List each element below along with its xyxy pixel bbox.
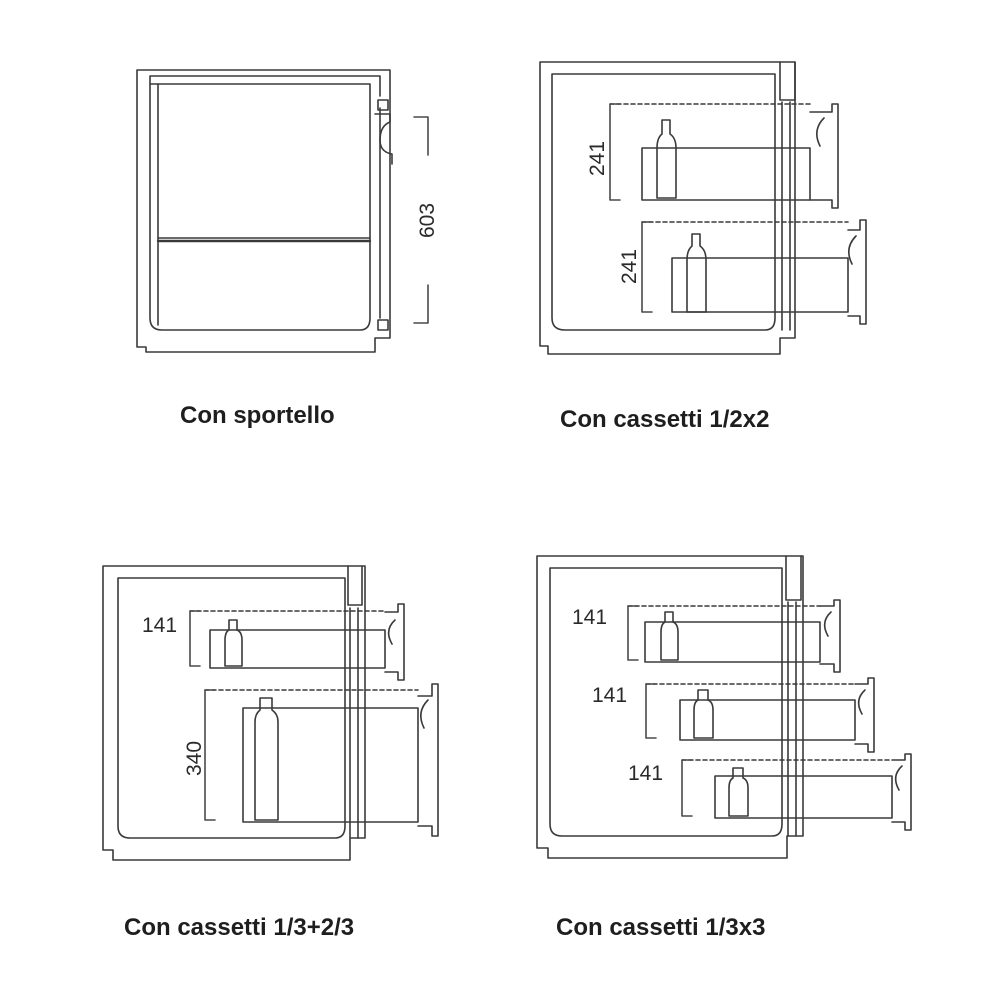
drawer-top	[627, 599, 841, 673]
drawer-top	[189, 603, 405, 681]
dimension-line: 241 241	[586, 103, 653, 313]
bottle-icon	[224, 619, 243, 667]
caption-three-drawers: Con cassetti 1/3x3	[556, 914, 766, 941]
bottle-icon	[693, 689, 714, 739]
drawer-bottom	[204, 683, 439, 837]
caption-third-two-thirds: Con cassetti 1/3+2/3	[124, 914, 355, 941]
bottle-icon	[660, 611, 679, 661]
bottle-icon	[254, 697, 279, 821]
bottle-icon	[728, 767, 749, 817]
diagram-door: 603	[136, 69, 439, 353]
drawer-bottom	[681, 753, 912, 831]
dimension-line: 141 141 141	[572, 605, 693, 817]
dimension-label: 340	[183, 741, 206, 776]
cabinet-body	[136, 69, 391, 353]
shelf	[156, 237, 372, 243]
diagram-three-drawers: 141 141 141	[536, 555, 912, 859]
drawer-top	[609, 103, 839, 209]
dimension-line: 603	[413, 116, 439, 324]
dimension-label: 241	[586, 141, 609, 176]
caption-door: Con sportello	[180, 402, 335, 429]
door-handle	[374, 99, 393, 331]
dimension-line: 141 340	[142, 610, 216, 821]
drawer-rail	[349, 607, 359, 839]
cabinet-body	[539, 61, 796, 355]
drawer-middle	[645, 677, 875, 753]
bottle-icon	[656, 119, 677, 199]
dimension-label: 141	[142, 614, 177, 637]
diagram-third-two-thirds: 141 340	[102, 565, 439, 861]
drawer-rail	[781, 101, 791, 331]
drawer-bottom	[641, 219, 867, 325]
cabinet-body	[102, 565, 366, 861]
dimension-label: 603	[416, 203, 439, 238]
dimension-label: 141	[572, 606, 607, 629]
caption-two-drawers: Con cassetti 1/2x2	[560, 406, 770, 433]
drawer-rail	[787, 601, 797, 837]
bottle-icon	[686, 233, 707, 313]
dimension-label: 141	[628, 762, 663, 785]
dimension-label: 241	[618, 249, 641, 284]
diagram-two-drawers: 241 241	[539, 61, 867, 355]
cabinet-body	[536, 555, 804, 859]
dimension-label: 141	[592, 684, 627, 707]
